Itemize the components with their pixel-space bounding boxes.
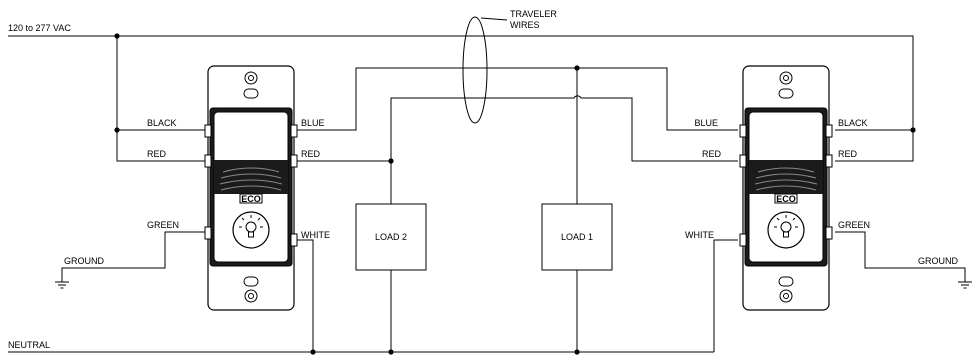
right-white-wire [713,239,738,352]
ground-symbol-right [958,281,972,289]
load-1-label: LOAD 1 [561,232,593,242]
junction-dots [114,33,916,355]
left-red-out-wire [297,160,392,204]
hot-left-branch [116,36,205,162]
traveler-bundle [462,16,508,124]
wires [8,35,966,353]
right-red-out-label: RED [838,149,858,159]
right-red-in-label: RED [702,149,722,159]
neutral-label: NEUTRAL [8,340,50,350]
load-2-label: LOAD 2 [375,232,407,242]
traveler-label-line2: WIRES [510,20,540,30]
supply-voltage-label: 120 to 277 VAC [8,23,71,33]
right-bulb-icon [774,215,798,238]
traveler-label-line1: TRAVELER [510,9,557,19]
right-black-label: BLACK [838,118,868,128]
left-white-wire [297,239,314,352]
right-green-label: GREEN [838,220,870,230]
left-occupancy-switch: ECO [204,65,298,311]
left-white-label: WHITE [301,230,330,240]
right-blue-label: BLUE [694,118,718,128]
right-occupancy-switch: ECO [739,65,833,311]
right-ground-label: GROUND [918,256,958,266]
load-1: LOAD 1 [541,203,613,271]
left-red-in-label: RED [147,149,167,159]
left-green-label: GREEN [147,220,179,230]
traveler-wire-bottom [390,95,738,162]
left-eco-badge: ECO [241,194,261,204]
traveler-wire-top [297,67,738,131]
right-eco-badge: ECO [776,194,796,204]
left-blue-label: BLUE [301,118,325,128]
left-ground-label: GROUND [64,256,104,266]
left-red-out-label: RED [301,149,321,159]
left-green-wire [61,231,205,282]
left-bulb-icon [239,215,263,238]
ground-symbol-left [55,281,69,289]
right-white-label: WHITE [685,230,714,240]
left-black-label: BLACK [147,118,177,128]
load-2: LOAD 2 [355,203,427,271]
right-green-wire [835,231,966,282]
hot-supply-wire [8,35,914,162]
